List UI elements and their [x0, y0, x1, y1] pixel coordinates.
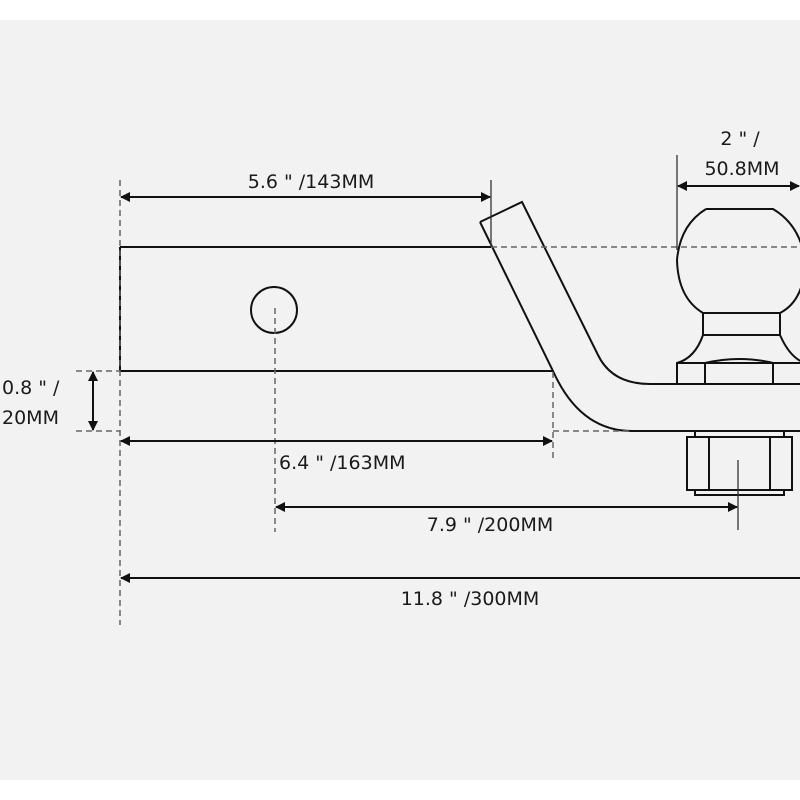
riser-offset-label: 5.6 " /143MM — [248, 171, 375, 193]
ball-diameter-label-2: 50.8MM — [704, 158, 779, 180]
shank — [119, 246, 553, 372]
drop-label-2: 20MM — [2, 407, 59, 429]
hitch-nut — [686, 431, 793, 496]
drop-label-1: 0.8 " / — [2, 377, 60, 399]
extension-lines — [76, 155, 800, 625]
hole-to-ball-label: 7.9 " /200MM — [427, 514, 554, 536]
diagram-background — [0, 20, 800, 780]
shank-length-label: 6.4 " /163MM — [279, 452, 406, 474]
ball-diameter-label-1: 2 " / — [720, 128, 760, 150]
hitch-ball — [675, 208, 800, 384]
pin-hole — [250, 286, 298, 334]
total-length-label: 11.8 " /300MM — [401, 588, 540, 610]
